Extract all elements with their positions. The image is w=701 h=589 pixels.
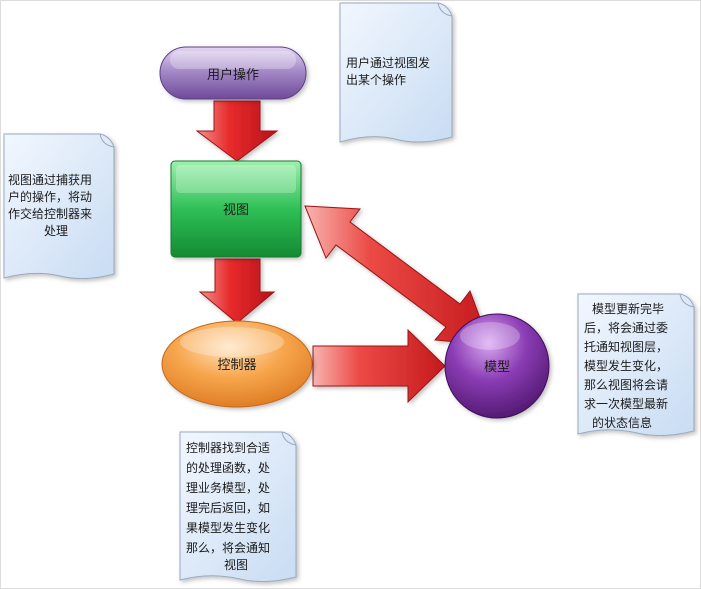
view-label: 视图: [223, 203, 249, 218]
note-controller-text: 控制器找到合适 的处理函数，处 理业务模型，处 理完后返回，如 果模型发生变化 …: [186, 440, 274, 572]
note-model-text: 模型更新完毕 后，将会通过委 托通知视图层， 模型发生变化， 那么视图将会请 求…: [584, 301, 672, 430]
note-user-action-text: 用户通过视图发 出某个操作: [346, 55, 434, 87]
arrow-user-to-view: [195, 100, 279, 162]
note-model: 模型更新完毕 后，将会通过委 托通知视图层， 模型发生变化， 那么视图将会请 求…: [577, 293, 695, 437]
user-action-node: 用户操作: [159, 46, 307, 100]
controller-node: 控制器: [161, 320, 313, 408]
user-action-label: 用户操作: [207, 67, 259, 83]
view-node: 视图: [170, 160, 302, 258]
note-controller: 控制器找到合适 的处理函数，处 理业务模型，处 理完后返回，如 果模型发生变化 …: [179, 431, 297, 583]
controller-label: 控制器: [217, 358, 256, 373]
note-view: 视图通过捕获用 户的操作，将动 作交给控制器来 处理: [3, 133, 115, 280]
model-node: 模型: [444, 313, 550, 419]
arrow-view-to-controller: [198, 258, 276, 324]
arrow-controller-to-model: [312, 328, 446, 404]
note-user-action: 用户通过视图发 出某个操作: [339, 2, 453, 143]
note-view-text: 视图通过捕获用 户的操作，将动 作交给控制器来 处理: [8, 172, 96, 238]
model-label: 模型: [484, 360, 510, 375]
